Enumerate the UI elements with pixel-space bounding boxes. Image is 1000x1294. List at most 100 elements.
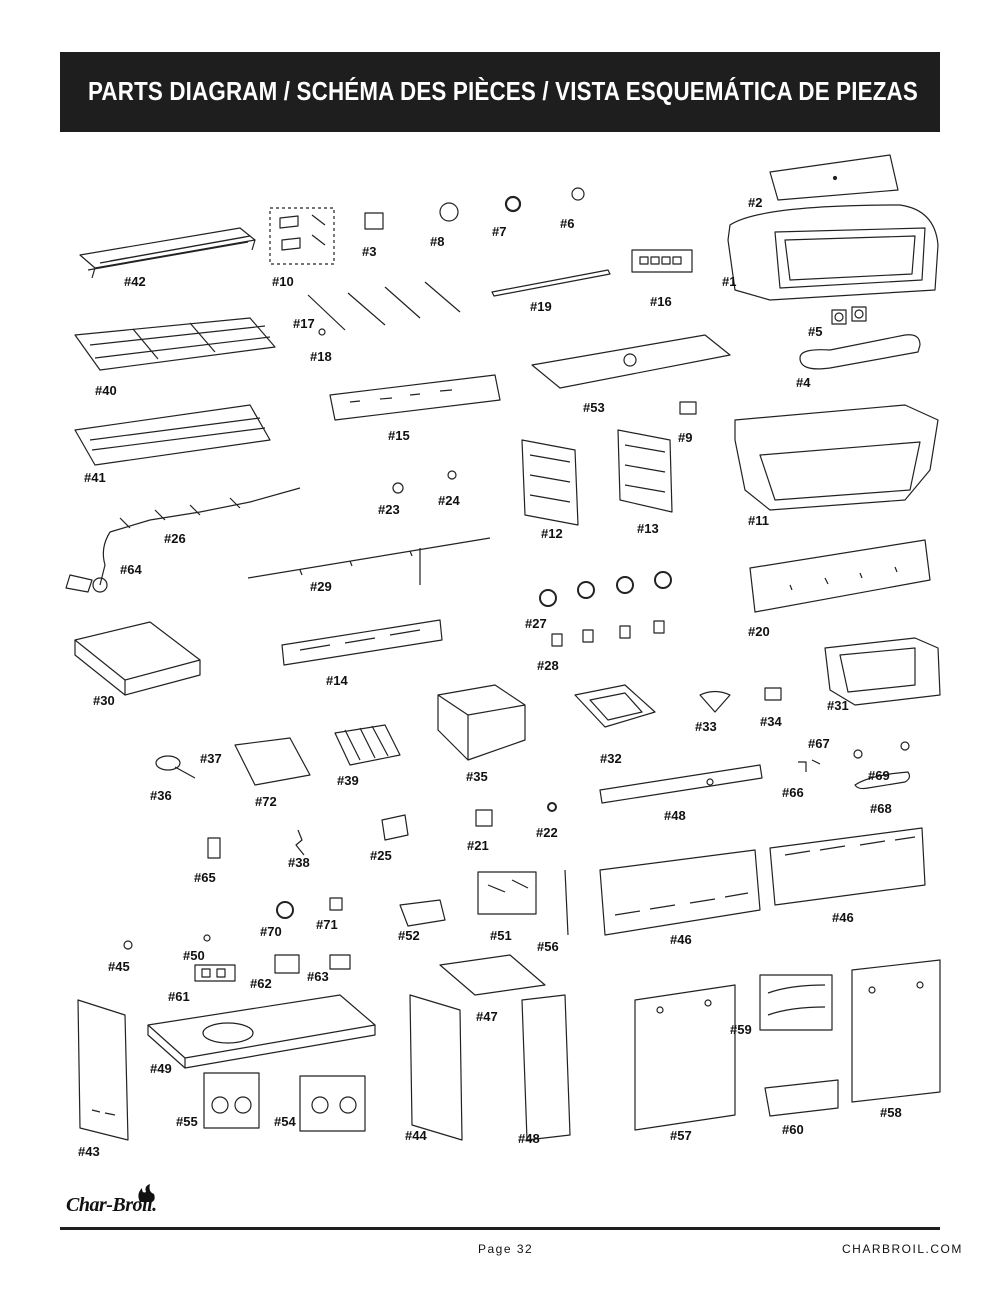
part-26-manifold [65,487,301,593]
label-part-12: #12 [541,526,563,541]
part-54-drip-tray [531,334,731,389]
label-part-68: #67 [808,736,830,751]
part-9-bracket [679,401,697,415]
part-62-kit [194,964,236,982]
part-17-burners [307,281,461,331]
part-56-casters [203,1072,260,1129]
part-35-box [437,684,526,761]
part-49-bar [599,764,763,804]
label-part-39: #39 [337,773,359,788]
label-part-11: #11 [748,513,769,528]
label-part-33: #33 [695,719,717,734]
label-part-5: #5 [808,324,822,339]
label-part-66: #65 [194,870,216,885]
label-part-58: #57 [670,1128,692,1143]
part-48-side-panel [521,994,571,1141]
part-42-warming-rack [79,227,256,279]
part-67-clip [798,759,821,772]
label-part-19: #19 [530,299,552,314]
part-28-bezels [551,620,665,647]
label-part-37: #37 [200,751,222,766]
part-33-shield [699,690,731,713]
part-27-knobs [539,571,672,607]
label-part-72: #71 [316,917,338,932]
label-part-63: #62 [250,976,272,991]
label-part-21: #21 [467,838,489,853]
label-part-13: #13 [637,521,659,536]
label-part-62: #61 [168,989,190,1004]
label-part-43: #43 [78,1144,100,1159]
part-51-screw [203,934,211,942]
part-6-gauge [571,187,585,201]
label-part-67: #66 [782,785,804,800]
part-59-door [851,959,941,1103]
flame-icon [138,1184,155,1202]
part-70-nuts [853,741,910,759]
part-52-kit [477,871,537,915]
label-part-38: #38 [288,855,310,870]
label-part-34: #34 [760,714,782,729]
part-23-fitting [392,482,404,494]
label-part-29: #29 [310,579,332,594]
label-part-59: #58 [880,1105,902,1120]
label-part-42: #42 [124,274,146,289]
label-part-27: #27 [525,616,547,631]
label-part-3: #3 [362,244,376,259]
part-61-tray [764,1079,839,1117]
part-73-plate [234,737,311,786]
label-part-49: #48 [664,808,686,823]
footer-rule [60,1227,940,1230]
part-44-side-panel [409,994,463,1141]
label-part-28: #28 [537,658,559,673]
part-63-kit [274,954,300,974]
label-part-71: #70 [260,924,282,939]
part-1-lid [727,204,939,301]
part-45-cap [123,940,133,950]
part-46-back-panel-right [769,827,926,906]
label-part-69: #68 [870,801,892,816]
part-39-rack [334,724,401,766]
label-part-54: #53 [583,400,605,415]
label-part-26: #26 [164,531,186,546]
label-part-7: #7 [492,224,506,239]
label-part-2: #2 [748,195,762,210]
label-part-20: #20 [748,624,770,639]
label-part-15: #15 [388,428,410,443]
label-part-51: #50 [183,948,205,963]
label-part-47: #47 [476,1009,498,1024]
part-21-switch [475,809,493,827]
part-31-side-burner [824,637,941,706]
label-part-40: #40 [95,383,117,398]
part-15-heat-shield [329,374,501,421]
label-part-70: #69 [868,768,890,783]
label-part-73: #72 [255,794,277,809]
part-25-bracket [381,814,409,841]
label-part-57: #56 [537,939,559,954]
label-part-50: #49 [150,1061,172,1076]
part-18-clip [318,328,326,336]
part-24-fitting [447,470,457,480]
label-part-6: #6 [560,216,574,231]
part-14-panel [281,619,443,666]
part-53-tray [399,899,446,927]
label-part-60: #59 [730,1022,752,1037]
part-72-fitting [329,897,343,911]
label-part-32: #32 [600,751,622,766]
brand-logo: Char-Broil. [66,1194,157,1216]
part-3-bracket [364,212,384,230]
part-22-knob [547,802,557,812]
label-part-9: #9 [678,430,692,445]
part-34-bracket [764,687,782,701]
label-part-10: #10 [272,274,294,289]
page-title: PARTS DIAGRAM / SCHÉMA DES PIÈCES / VIST… [88,76,918,106]
part-60-handles [759,974,833,1031]
part-32-burner-pan [574,684,656,728]
part-47-plate [439,954,546,996]
label-part-31: #31 [827,698,849,713]
part-13-side-panel [617,429,673,513]
label-part-56: #55 [176,1114,198,1129]
part-11-firebox [734,404,939,511]
part-20-control-panel [749,539,931,613]
part-30-side-shelf [74,621,201,696]
